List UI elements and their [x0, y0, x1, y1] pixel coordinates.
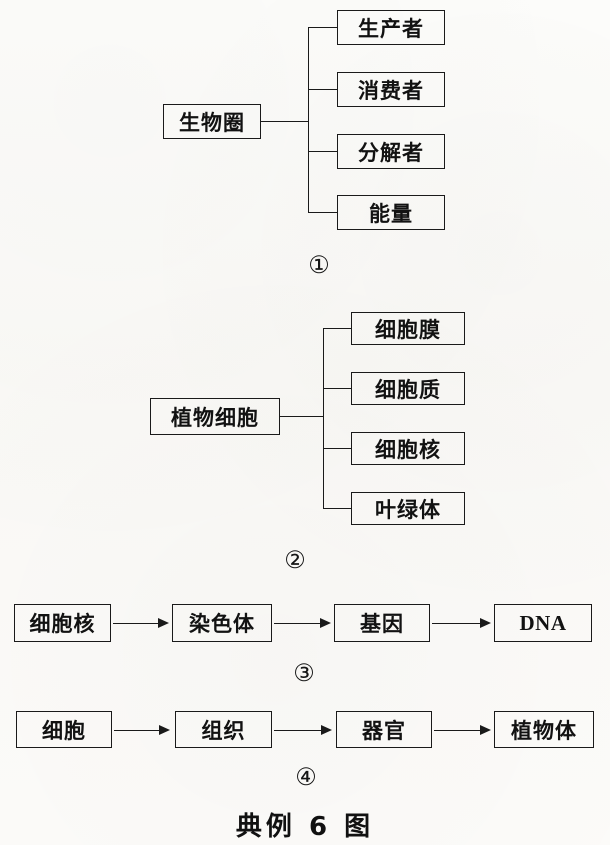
diagram-2-bracket-spine: [323, 328, 324, 508]
diagram-1-branch-line-1: [308, 27, 338, 28]
diagram-3-arrow-head-1: [158, 618, 169, 628]
diagram-1-branch-line-4: [308, 212, 338, 213]
diagram-1-branch-line-2: [308, 89, 338, 90]
diagram-3-arrow-line-1: [113, 623, 160, 624]
diagram-3-arrow-line-2: [274, 623, 322, 624]
diagram-2-branch-box-4: 叶绿体: [351, 492, 465, 525]
diagram-1-index-label: ①: [308, 253, 330, 279]
diagram-2-index-label: ②: [284, 548, 306, 574]
diagram-4-chain-box-3: 器官: [336, 711, 432, 748]
diagram-4-chain-box-1: 细胞: [16, 711, 112, 748]
diagram-4-arrow-line-1: [114, 730, 161, 731]
diagram-2-branch-line-3: [323, 448, 352, 449]
diagram-2-branch-box-3: 细胞核: [351, 432, 465, 465]
diagram-2-branch-line-4: [323, 508, 352, 509]
diagram-4-arrow-head-2: [321, 725, 332, 735]
diagram-2-root-box: 植物细胞: [150, 398, 280, 435]
diagram-1-branch-line-3: [308, 151, 338, 152]
diagram-3-arrow-head-2: [320, 618, 331, 628]
diagram-1-branch-box-1: 生产者: [337, 10, 445, 45]
diagram-3-index-label: ③: [293, 661, 315, 687]
diagram-2-branch-box-1: 细胞膜: [351, 312, 465, 345]
diagram-4-arrow-head-3: [480, 725, 491, 735]
diagram-3-arrow-line-3: [432, 623, 480, 624]
diagram-1-branch-box-2: 消费者: [337, 72, 445, 107]
diagram-4-arrow-line-3: [434, 730, 481, 731]
diagram-4-chain-box-2: 组织: [175, 711, 272, 748]
diagram-3-chain-box-1: 细胞核: [14, 604, 111, 642]
diagram-2-branch-line-2: [323, 388, 352, 389]
diagram-1-bracket-spine: [308, 27, 309, 212]
diagram-2-trunk-line: [280, 416, 324, 417]
diagram-3-chain-box-2: 染色体: [172, 604, 272, 642]
diagram-4-chain-box-4: 植物体: [494, 711, 594, 748]
diagram-1-trunk-line: [261, 121, 309, 122]
diagram-1-root-box: 生物圈: [163, 104, 261, 139]
diagram-1-branch-box-4: 能量: [337, 195, 445, 230]
diagram-2-branch-line-1: [323, 328, 352, 329]
diagram-4-arrow-head-1: [159, 725, 170, 735]
diagram-4-index-label: ④: [295, 765, 317, 791]
diagram-2-branch-box-2: 细胞质: [351, 372, 465, 405]
figure-caption: 典例 6 图: [235, 812, 375, 842]
diagram-1-branch-box-3: 分解者: [337, 134, 445, 169]
diagram-4-arrow-line-2: [274, 730, 322, 731]
diagram-3-chain-box-3: 基因: [334, 604, 430, 642]
diagram-3-arrow-head-3: [480, 618, 491, 628]
diagram-3-chain-box-4: DNA: [494, 604, 592, 642]
